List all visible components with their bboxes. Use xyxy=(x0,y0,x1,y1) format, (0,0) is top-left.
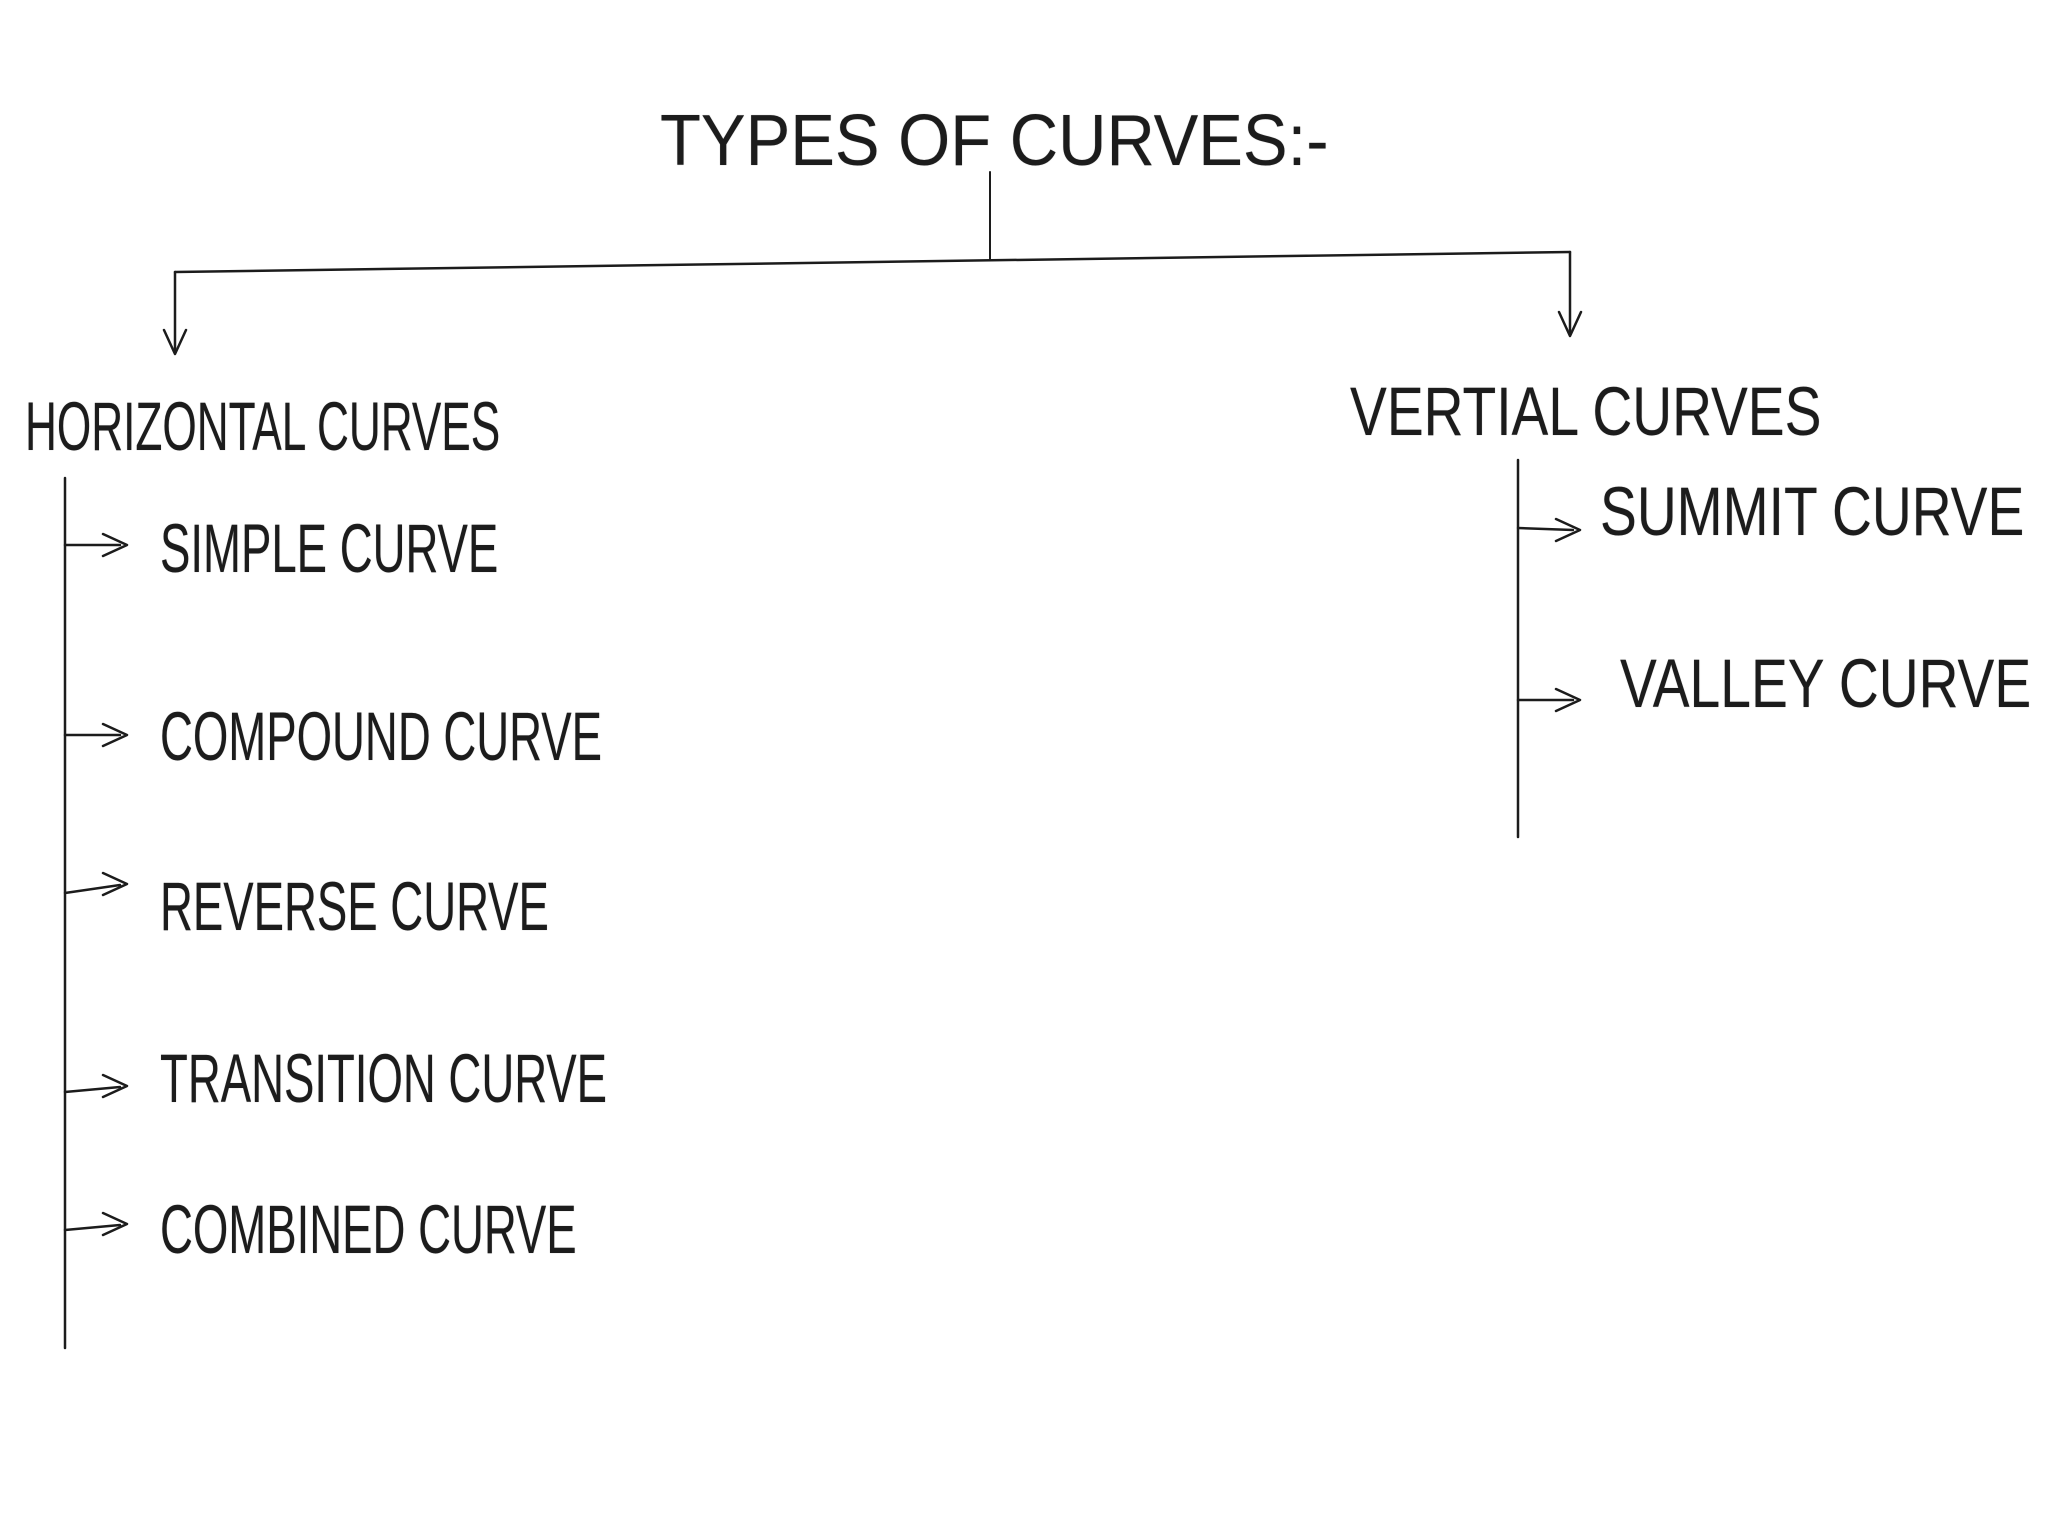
item-summit-curve: SUMMIT CURVE xyxy=(1600,473,2025,550)
arrowhead-icon xyxy=(101,1211,129,1237)
diagram-title: TYPES OF CURVES:- xyxy=(660,101,1329,181)
arrowhead-icon xyxy=(101,722,129,748)
arrow-transition-curve-icon xyxy=(63,1073,129,1099)
item-valley-curve: VALLEY CURVE xyxy=(1620,645,2032,722)
item-simple-curve: SIMPLE CURVE xyxy=(160,510,499,587)
arrow-reverse-curve-icon xyxy=(63,871,129,897)
arrowhead-icon xyxy=(101,532,129,558)
arrowhead-icon xyxy=(162,328,188,356)
item-reverse-curve: REVERSE CURVE xyxy=(160,868,549,945)
arrow-down-left-icon xyxy=(162,270,188,356)
arrow-summit-curve-icon xyxy=(1516,517,1582,543)
arrow-simple-curve-icon xyxy=(63,532,129,558)
arrow-valley-curve-icon xyxy=(1516,687,1582,713)
arrow-compound-curve-icon xyxy=(63,722,129,748)
arrowhead-icon xyxy=(101,871,129,897)
item-combined-curve: COMBINED CURVE xyxy=(160,1191,577,1268)
branch-label-horizontal-curves: HORIZONTAL CURVES xyxy=(25,388,501,465)
arrow-down-right-icon xyxy=(1557,250,1583,338)
arrowhead-icon xyxy=(1554,517,1582,543)
branch-label-vertial-curves: VERTIAL CURVES xyxy=(1350,373,1822,450)
arrowhead-icon xyxy=(1554,687,1582,713)
arrowhead-icon xyxy=(1557,310,1583,338)
arrowhead-icon xyxy=(101,1073,129,1099)
item-compound-curve: COMPOUND CURVE xyxy=(160,698,602,775)
arrow-combined-curve-icon xyxy=(63,1211,129,1237)
main-branch-connector xyxy=(173,250,1572,274)
item-transition-curve: TRANSITION CURVE xyxy=(160,1040,608,1117)
